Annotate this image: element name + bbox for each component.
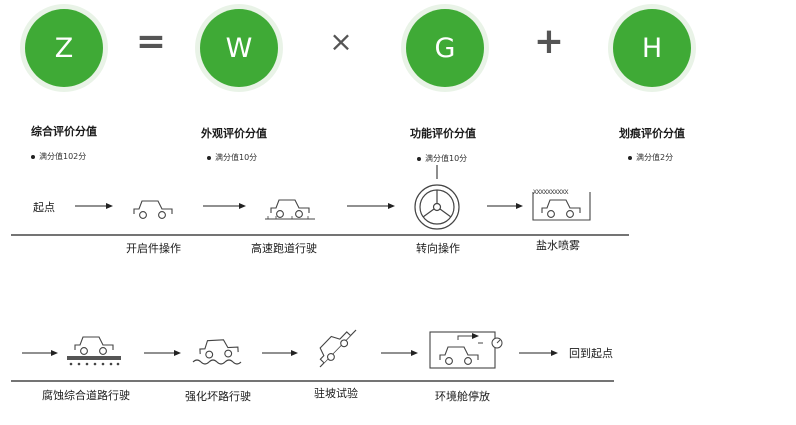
steering-wheel-icon bbox=[414, 165, 460, 230]
salt-spray-chamber-icon: xxxxxxxxxx bbox=[532, 187, 591, 221]
score-title-appearance: 外观评价分值 bbox=[201, 127, 267, 140]
circle-letter: W bbox=[225, 32, 253, 64]
bullet-icon bbox=[31, 154, 35, 159]
bullet-icon bbox=[628, 155, 632, 160]
end-label: 回到起点 bbox=[569, 347, 613, 360]
car-on-road-icon bbox=[265, 199, 315, 220]
score-subtitle-total: 满分值102分 bbox=[31, 151, 86, 162]
step-label: 转向操作 bbox=[416, 242, 460, 255]
step-label: 盐水喷雾 bbox=[536, 239, 580, 252]
score-subtitle-function: 满分值10分 bbox=[417, 153, 467, 164]
step-label: 环境舱停放 bbox=[435, 390, 490, 403]
multiply-operator: × bbox=[329, 25, 353, 58]
car-icon bbox=[133, 200, 173, 219]
step-label: 强化坏路行驶 bbox=[185, 390, 251, 403]
step-label: 腐蚀综合道路行驶 bbox=[42, 389, 130, 402]
circle-letter: Z bbox=[54, 32, 74, 64]
score-title-function: 功能评价分值 bbox=[410, 127, 476, 140]
circle-letter: G bbox=[434, 32, 456, 64]
svg-text:xxxxxxxxxx: xxxxxxxxxx bbox=[533, 187, 569, 196]
score-subtitle-scratch: 满分值2分 bbox=[628, 152, 673, 163]
circle-w: W bbox=[200, 9, 278, 87]
score-title-total: 综合评价分值 bbox=[31, 125, 97, 138]
equals-operator: = bbox=[135, 21, 167, 62]
bullet-icon bbox=[207, 155, 211, 160]
circle-g: G bbox=[406, 9, 484, 87]
car-on-slope-icon bbox=[314, 325, 357, 368]
environment-chamber-icon bbox=[429, 331, 503, 369]
step-label: 驻坡试验 bbox=[314, 387, 358, 400]
plus-operator: + bbox=[533, 21, 565, 62]
circle-h: H bbox=[613, 9, 691, 87]
circle-z: Z bbox=[25, 9, 103, 87]
start-label: 起点 bbox=[33, 201, 55, 214]
step-label: 开启件操作 bbox=[126, 242, 181, 255]
step-label: 高速跑道行驶 bbox=[251, 242, 317, 255]
score-title-scratch: 划痕评价分值 bbox=[619, 127, 685, 140]
bullet-icon bbox=[417, 156, 421, 161]
car-on-corrosion-road-icon bbox=[67, 336, 121, 366]
car-on-rough-road-icon bbox=[192, 338, 242, 365]
circle-letter: H bbox=[641, 32, 663, 64]
score-subtitle-appearance: 满分值10分 bbox=[207, 152, 257, 163]
